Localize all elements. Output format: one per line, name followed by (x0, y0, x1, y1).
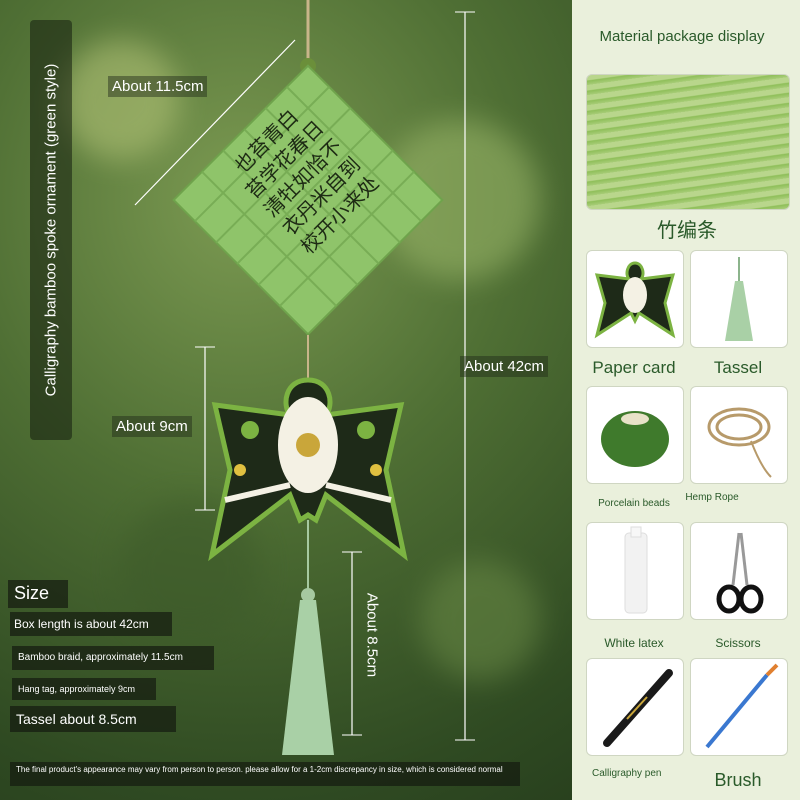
vertical-title: Calligraphy bamboo spoke ornament (green… (30, 20, 72, 440)
calligraphy-pen-icon (603, 669, 673, 747)
disclaimer: The final product's appearance may vary … (10, 762, 520, 786)
porcelain-beads-tile (586, 386, 684, 484)
scissors-tile (690, 522, 788, 620)
bamboo-dim-line (134, 39, 296, 206)
bokeh-light (420, 560, 540, 680)
bamboo-weave (172, 64, 444, 336)
tassel-icon (725, 257, 753, 341)
size-line: Bamboo braid, approximately 11.5cm (12, 646, 214, 670)
hang-tag-label: About 9cm (112, 416, 192, 437)
item-label: White latex (604, 636, 664, 650)
calligraphy-pen-tile (586, 658, 684, 756)
bamboo-width-label: About 11.5cm (108, 76, 208, 97)
tassel-tile (690, 250, 788, 348)
ornament-illustration (134, 0, 444, 755)
material-panel: Material package display 竹编条 Paper card … (572, 0, 800, 800)
swallow-kite-tag (208, 377, 408, 562)
size-heading: Size (14, 583, 50, 603)
item-label: Tassel (713, 358, 763, 377)
item-label: Paper card (592, 358, 676, 377)
paper-card-icon (594, 261, 676, 339)
scissors-icon (716, 532, 764, 614)
size-line: Box length is about 42cm (10, 612, 172, 636)
total-length-label: About 42cm (460, 356, 549, 377)
tassel-length-label: About 8.5cm (363, 592, 381, 678)
item-label: Calligraphy pen (592, 768, 662, 779)
brush-icon (705, 663, 779, 749)
strips-label: 竹编条 (657, 218, 717, 242)
panel-heading: Material package display (599, 28, 765, 45)
size-line: Tassel about 8.5cm (10, 706, 176, 732)
item-label: Porcelain beads (598, 498, 670, 509)
item-label: Hemp Rope (685, 492, 739, 503)
tassel (282, 600, 334, 755)
item-label: Scissors (715, 636, 761, 650)
white-latex-tile (586, 522, 684, 620)
size-heading-box: Size (8, 580, 68, 608)
hemp-rope-tile (690, 386, 788, 484)
paper-card-tile (586, 250, 684, 348)
brush-tile (690, 658, 788, 756)
bamboo-strips-image (586, 74, 790, 210)
hemp-rope-icon (707, 407, 772, 478)
size-line: Hang tag, approximately 9cm (12, 678, 156, 700)
latex-tube-icon (624, 526, 648, 614)
bokeh-light (60, 40, 180, 160)
item-label: Brush (714, 770, 762, 790)
tassel-knot (301, 588, 315, 602)
porcelain-bead-icon (601, 411, 669, 467)
